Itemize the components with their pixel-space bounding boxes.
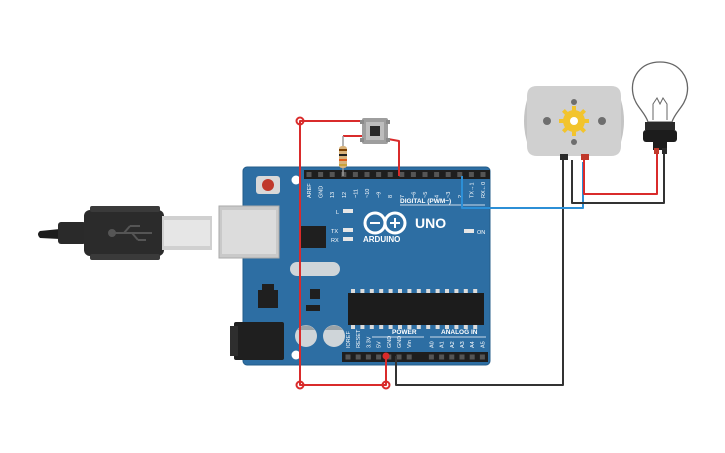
wire-black-gnd-motor	[395, 160, 564, 386]
digital-pin-hole[interactable]	[352, 172, 358, 177]
power-pin-hole[interactable]	[396, 354, 402, 360]
light-bulb	[631, 61, 689, 154]
power-pin-label: A1	[440, 341, 446, 348]
digital-pin-label: TX→1	[469, 182, 475, 198]
digital-pin-label: ~9	[377, 192, 383, 198]
power-pin-hole[interactable]	[376, 354, 382, 360]
digital-pin-hole[interactable]	[457, 172, 463, 177]
digital-pin-label: ~6	[411, 192, 417, 198]
power-pin-hole[interactable]	[428, 354, 434, 360]
digital-pin-label: AREF	[307, 183, 313, 198]
power-pin-hole[interactable]	[345, 354, 351, 360]
wire-black-bulb	[571, 152, 665, 204]
digital-pin-label: ~10	[365, 189, 371, 198]
led-tx-label: TX	[331, 229, 338, 235]
power-pin-label: Vin	[407, 340, 413, 348]
model-label: UNO	[415, 215, 446, 231]
brand-label: ARDUINO	[363, 235, 400, 244]
led-l-label: L	[336, 210, 339, 216]
pushbutton[interactable]	[360, 118, 390, 144]
power-pin-label: A4	[470, 341, 476, 348]
gear-icon	[559, 106, 589, 136]
power-pin-hole[interactable]	[439, 354, 445, 360]
mounting-hole	[291, 175, 301, 185]
power-pin-hole[interactable]	[406, 354, 412, 360]
led-indicators: L TX RX ON	[331, 209, 485, 244]
power-pin-label: IOREF	[346, 331, 352, 348]
digital-pin-hole[interactable]	[318, 172, 324, 177]
digital-pin-hole[interactable]	[306, 172, 312, 177]
digital-pin-hole[interactable]	[341, 172, 347, 177]
arduino-logo: ARDUINO UNO	[363, 211, 446, 244]
power-pin-hole[interactable]	[355, 354, 361, 360]
power-pin-label: RESET	[356, 329, 362, 348]
power-pin-hole[interactable]	[365, 354, 371, 360]
digital-header: AREF GND 13 12 ~11 ~10 ~9 8 7 ~6 ~5 4 ~3 2 TX→1 RX←0 DI…	[304, 170, 490, 206]
power-pin-label: A0	[429, 341, 435, 348]
digital-pin-hole[interactable]	[468, 172, 474, 177]
power-pin-hole[interactable]	[449, 354, 455, 360]
power-pin-label: GND	[397, 336, 403, 348]
power-pin-label: 5V	[377, 341, 383, 348]
digital-pin-label: ~5	[423, 192, 429, 198]
power-pin-label: A5	[480, 341, 486, 348]
digital-pin-label: ~3	[446, 192, 452, 198]
arduino-board: ARDUINO UNO L TX RX ON AREF GND 13 12 ~11 ~10…	[218, 166, 491, 366]
digital-pin-label: 7	[400, 195, 406, 198]
power-pin-label: A2	[450, 341, 456, 348]
digital-pin-label: GND	[319, 186, 325, 198]
digital-pin-label: 8	[388, 195, 394, 198]
digital-pin-label: 2	[458, 195, 464, 198]
digital-pin-label: 13	[330, 192, 336, 198]
analog-header-label: ANALOG IN	[441, 329, 478, 336]
capacitor	[323, 325, 345, 347]
power-pin-label: GND	[387, 336, 393, 348]
digital-pin-hole[interactable]	[480, 172, 486, 177]
usb-cable	[38, 206, 212, 260]
power-pin-label: 3.3V	[366, 336, 372, 348]
power-pin-label: A3	[460, 341, 466, 348]
digital-pin-hole[interactable]	[399, 172, 405, 177]
crystal	[290, 262, 340, 276]
digital-pin-hole[interactable]	[329, 172, 335, 177]
power-pin-hole[interactable]	[469, 354, 475, 360]
barrel-jack	[234, 322, 284, 360]
digital-pin-label: 4	[435, 195, 441, 198]
digital-pin-hole[interactable]	[445, 172, 451, 177]
wire-red-motor-bulb	[583, 152, 658, 195]
dc-motor	[524, 86, 624, 160]
mounting-hole	[291, 350, 301, 360]
digital-pin-hole[interactable]	[434, 172, 440, 177]
wire-red-5v	[299, 120, 387, 386]
digital-header-label: DIGITAL (PWM~)	[400, 198, 451, 205]
capacitor	[295, 325, 317, 347]
wires	[295, 116, 665, 390]
resistor	[339, 136, 347, 176]
digital-pin-hole[interactable]	[422, 172, 428, 177]
digital-pin-label: 12	[342, 192, 348, 198]
power-header-label: POWER	[392, 329, 417, 336]
power-pin-hole[interactable]	[479, 354, 485, 360]
digital-pin-label: ~11	[353, 189, 359, 198]
digital-pin-hole[interactable]	[376, 172, 382, 177]
usb-symbol-icon	[108, 225, 152, 241]
power-pin-hole[interactable]	[459, 354, 465, 360]
wire-red-button-pin8	[387, 138, 400, 176]
digital-pin-hole[interactable]	[410, 172, 416, 177]
on-label: ON	[477, 230, 485, 236]
power-header: IOREF RESET 3.3V 5V GND GND Vin A0 A1 A2 A3 A4 A5 PO…	[342, 329, 488, 362]
digital-pin-hole[interactable]	[364, 172, 370, 177]
digital-pin-label: RX←0	[481, 182, 487, 198]
atmega-chip	[348, 289, 484, 329]
led-rx-label: RX	[331, 238, 339, 244]
digital-pin-hole[interactable]	[387, 172, 393, 177]
